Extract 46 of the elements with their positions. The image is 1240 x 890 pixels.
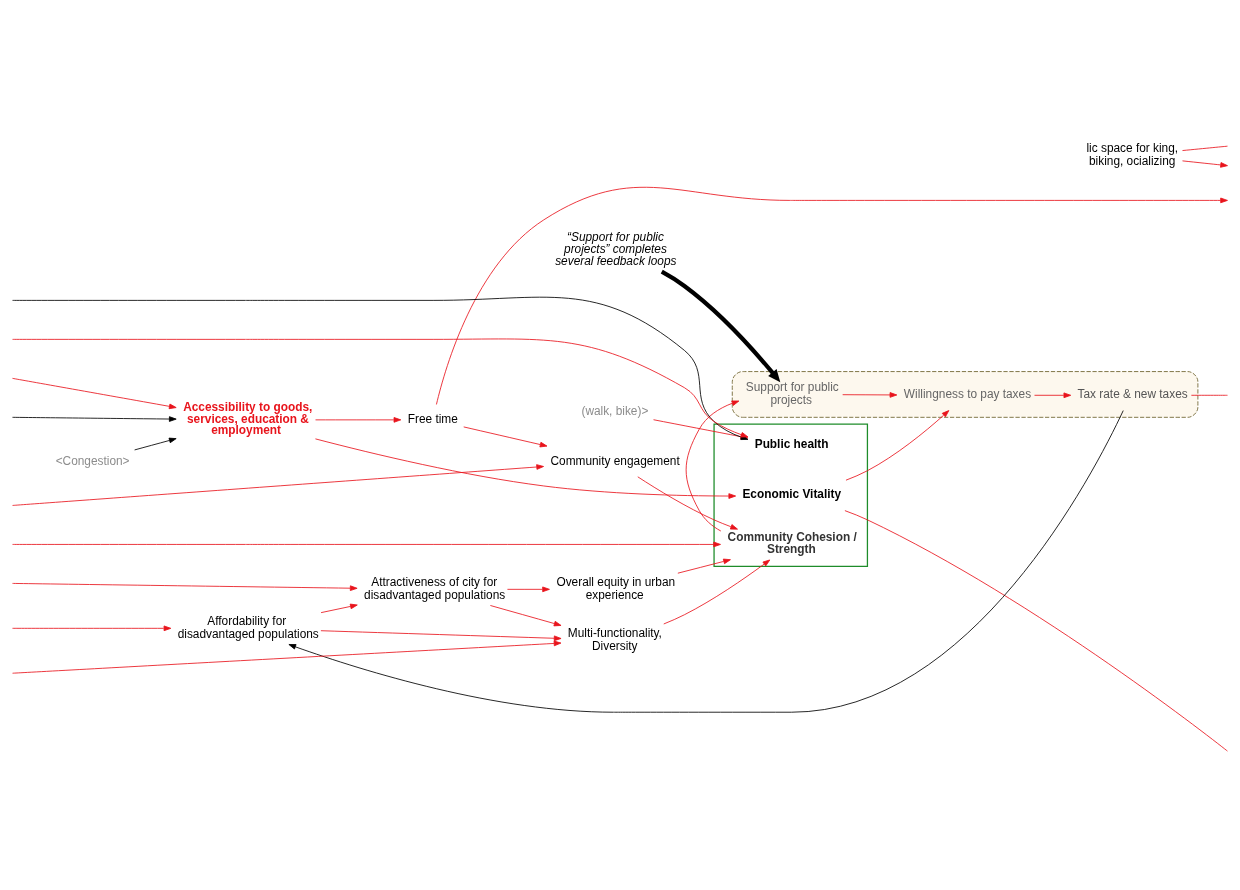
node-text: (walk, bike)> xyxy=(581,403,649,418)
arrow xyxy=(12,377,177,409)
node-text: Community Cohesion / Strength xyxy=(727,529,857,556)
connector xyxy=(1190,394,1228,396)
arrow xyxy=(12,415,177,422)
arrow xyxy=(660,269,781,382)
arrow xyxy=(637,475,738,530)
node-text: Support for public projects xyxy=(745,379,839,407)
arrow xyxy=(436,186,1228,405)
arrow xyxy=(677,558,731,574)
arrow xyxy=(12,582,358,591)
arrow xyxy=(685,400,740,531)
arrow xyxy=(315,416,402,423)
arrow xyxy=(134,437,177,450)
arrow xyxy=(663,559,771,624)
node-text: Economic Vitality xyxy=(742,486,842,501)
node-text: Community engagement xyxy=(550,453,680,468)
arrow xyxy=(842,391,898,398)
arrow xyxy=(845,409,950,481)
arrow xyxy=(315,437,737,499)
arrow xyxy=(489,604,562,626)
node-text: Overall equity in urban experience xyxy=(556,574,676,602)
arrow xyxy=(1034,392,1072,398)
connector xyxy=(844,509,1228,751)
arrow xyxy=(12,541,721,547)
node-text: lic space for king, biking, ocializing xyxy=(1086,140,1179,168)
node-text: “Support for public projects” completes several feedback loops xyxy=(555,229,677,268)
arrow xyxy=(12,625,172,631)
arrow xyxy=(12,463,544,506)
connector xyxy=(1182,145,1228,151)
arrow xyxy=(320,629,562,646)
node-text: Tax rate & new taxes xyxy=(1077,386,1188,401)
arrow xyxy=(1182,159,1228,168)
arrow xyxy=(288,409,1124,713)
node-text: Attractiveness of city for disadvantaged populations xyxy=(364,574,506,602)
node-text: Willingness to pay taxes xyxy=(903,386,1032,401)
node-text: Multi-functionality, Diversity xyxy=(567,625,662,653)
node-text: Accessibility to goods, services, education & employment xyxy=(183,399,313,437)
arrow xyxy=(12,634,562,674)
arrow xyxy=(507,586,550,592)
node-text: Affordability for disadvantaged populations xyxy=(177,613,319,641)
node-text: <Congestion> xyxy=(55,453,130,468)
arrow xyxy=(320,603,358,613)
arrow xyxy=(463,426,548,447)
node-text: Free time xyxy=(407,411,458,426)
node-text: Public health xyxy=(754,436,829,451)
